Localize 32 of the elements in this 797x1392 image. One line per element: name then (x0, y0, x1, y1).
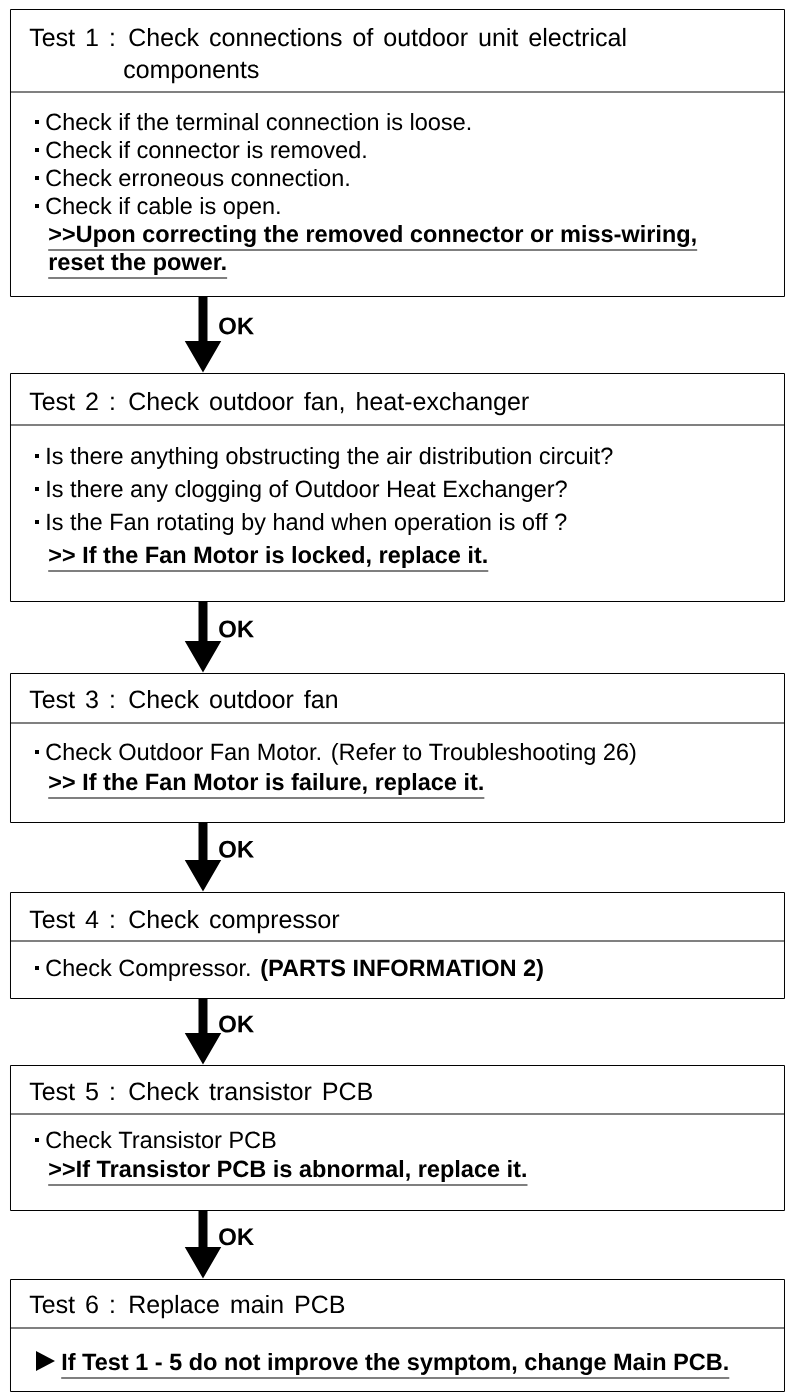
step-heading: Test 4 : Check compressor (29, 909, 340, 934)
bullet-item: Check Outdoor Fan Motor. (Refer to Troubleshooting 26) (35, 743, 636, 765)
step-box (10, 1065, 785, 1211)
step-heading: Test 5 : Check transistor PCB (29, 1081, 372, 1101)
step-box (10, 892, 785, 999)
bullet-item: Check erroneous connection. (35, 169, 349, 187)
edge-label: OK (219, 620, 254, 638)
step-box (10, 673, 785, 823)
bullet-item: Check Transistor PCB (35, 1131, 276, 1149)
step-heading: Test 3 : Check outdoor fan (29, 689, 337, 709)
step-heading: Test 1 : Check connections of outdoor unit electrical components (29, 27, 626, 84)
action-note: >>Upon correcting the removed connector or miss-wiring, reset the power. (47, 225, 698, 279)
bullet-item: Is there any clogging of Outdoor Heat Exchanger? (35, 480, 567, 502)
action-note: >>If Transistor PCB is abnormal, replace it. (47, 1160, 528, 1186)
bullet-item: Is the Fan rotating by hand when operation is off ? (35, 513, 567, 535)
bullet-item: Is there anything obstructing the air distribution circuit? (35, 447, 613, 469)
edge-label: OK (219, 317, 254, 335)
step-heading: Test 2 : Check outdoor fan, heat-exchanger (29, 391, 529, 416)
edge-label: OK (219, 1228, 254, 1246)
edge-label: OK (219, 1015, 254, 1033)
action-note: >> If the Fan Motor is locked, replace it. (47, 546, 489, 572)
action-note: >> If the Fan Motor is failure, replace it. (47, 773, 485, 799)
step-box (10, 1279, 785, 1392)
step-box (10, 9, 785, 297)
action-note: If Test 1 - 5 do not improve the symptom, change Main PCB. (36, 1351, 730, 1379)
step-heading: Test 6 : Replace main PCB (29, 1294, 345, 1319)
edge-label: OK (219, 840, 254, 858)
bullet-item: Check if cable is open. (35, 197, 280, 219)
bullet-item: Check if connector is removed. (35, 141, 366, 159)
bullet-item: Check if the terminal connection is loose. (35, 113, 471, 131)
bullet-item: Check Compressor. (PARTS INFORMATION 2) (35, 959, 543, 981)
step-box (10, 373, 785, 602)
